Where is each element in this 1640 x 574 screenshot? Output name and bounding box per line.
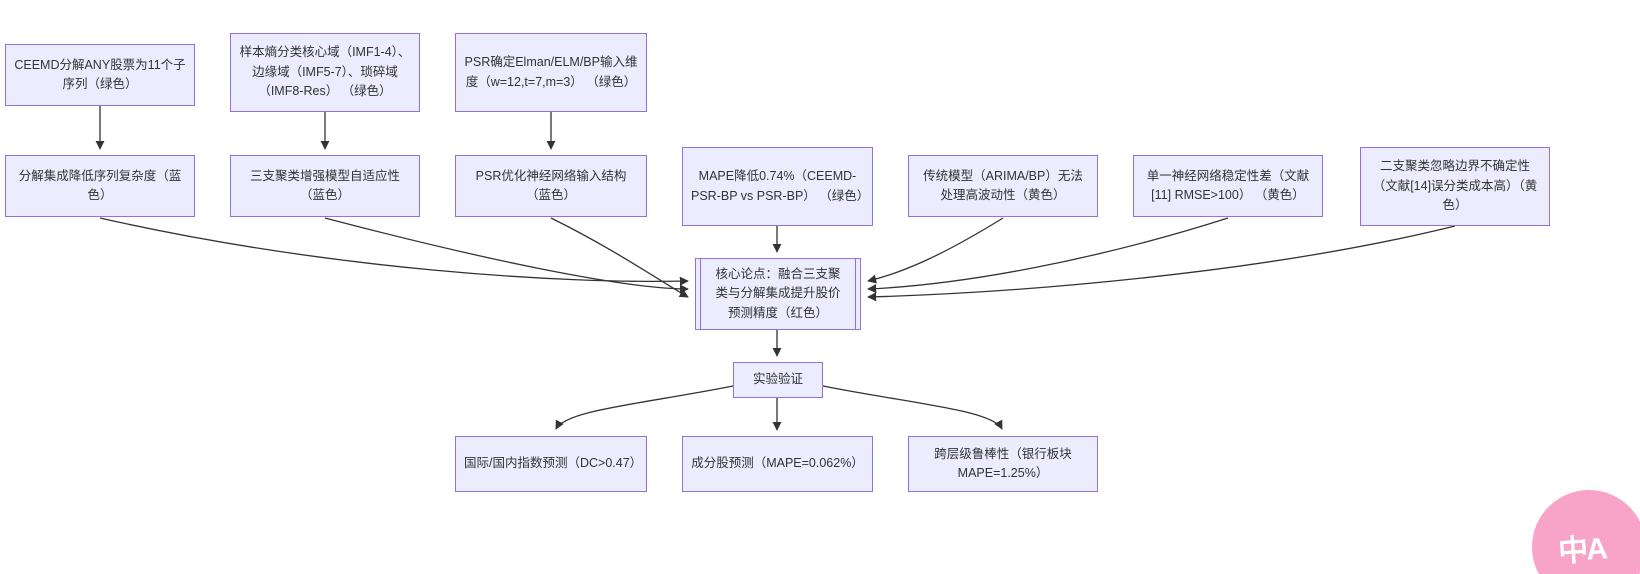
node-mape-reduction: MAPE降低0.74%（CEEMD-PSR-BP vs PSR-BP） （绿色） xyxy=(682,147,873,226)
node-index-prediction-label: 国际/国内指数预测（DC>0.47） xyxy=(464,456,643,471)
edge-psropt-to-core xyxy=(550,217,689,298)
node-decomposition: 分解集成降低序列复杂度（蓝色） xyxy=(5,155,195,217)
node-component-prediction-label: 成分股预测（MAPE=0.062%） xyxy=(691,456,864,471)
edge-traditional-to-core xyxy=(867,217,1004,284)
edge-threeway-to-core xyxy=(324,217,689,294)
node-experiment-label: 实验验证 xyxy=(752,372,803,387)
node-robustness: 跨层级鲁棒性（银行板块 MAPE=1.25%） xyxy=(908,436,1098,492)
node-single-nn-label: 单一神经网络稳定性差（文献[11] RMSE>100） （黄色） xyxy=(1146,168,1310,202)
node-two-way-clustering: 二支聚类忽略边界不确定性（文献[14]误分类成本高）（黄色） xyxy=(1360,147,1550,226)
node-three-way-clustering-label: 三支聚类增强模型自适应性（蓝色） xyxy=(249,168,400,202)
edge-experiment-to-index xyxy=(555,385,734,430)
node-index-prediction: 国际/国内指数预测（DC>0.47） xyxy=(455,436,647,492)
node-experiment: 实验验证 xyxy=(733,362,823,398)
node-mape-reduction-label: MAPE降低0.74%（CEEMD-PSR-BP vs PSR-BP） （绿色） xyxy=(691,169,870,203)
node-psr-input: PSR确定Elman/ELM/BP输入维度（w=12,t=7,m=3） （绿色） xyxy=(455,33,647,112)
node-decomposition-label: 分解集成降低序列复杂度（蓝色） xyxy=(18,168,182,202)
node-psr-input-label: PSR确定Elman/ELM/BP输入维度（w=12,t=7,m=3） （绿色） xyxy=(464,55,638,89)
translate-badge-label: 中A xyxy=(1557,532,1608,569)
node-core-thesis-label: 核心论点：融合三支聚类与分解集成提升股价预测精度（红色） xyxy=(715,266,841,320)
edge-experiment-to-robustness xyxy=(822,385,1003,430)
node-ceemd: CEEMD分解ANY股票为11个子序列（绿色） xyxy=(5,44,195,106)
node-traditional-model-label: 传统模型（ARIMA/BP）无法处理高波动性（黄色） xyxy=(923,168,1083,202)
node-single-nn: 单一神经网络稳定性差（文献[11] RMSE>100） （黄色） xyxy=(1133,155,1323,217)
node-sample-entropy: 样本熵分类核心域（IMF1-4）、边缘域（IMF5-7）、琐碎域（IMF8-Re… xyxy=(230,33,420,112)
translate-badge[interactable]: 中A xyxy=(1532,490,1640,574)
node-component-prediction: 成分股预测（MAPE=0.062%） xyxy=(682,436,873,492)
node-psr-optimize: PSR优化神经网络输入结构（蓝色） xyxy=(455,155,647,217)
node-three-way-clustering: 三支聚类增强模型自适应性（蓝色） xyxy=(230,155,420,217)
edge-decomposition-to-core xyxy=(99,217,689,286)
node-ceemd-label: CEEMD分解ANY股票为11个子序列（绿色） xyxy=(14,57,186,91)
node-traditional-model: 传统模型（ARIMA/BP）无法处理高波动性（黄色） xyxy=(908,155,1098,217)
edge-twoway-to-core xyxy=(867,225,1456,302)
node-robustness-label: 跨层级鲁棒性（银行板块 MAPE=1.25%） xyxy=(934,446,1072,480)
node-psr-optimize-label: PSR优化神经网络输入结构（蓝色） xyxy=(475,168,627,202)
node-core-thesis: 核心论点：融合三支聚类与分解集成提升股价预测精度（红色） xyxy=(695,258,861,330)
node-two-way-clustering-label: 二支聚类忽略边界不确定性（文献[14]误分类成本高）（黄色） xyxy=(1372,159,1538,213)
node-sample-entropy-label: 样本熵分类核心域（IMF1-4）、边缘域（IMF5-7）、琐碎域（IMF8-Re… xyxy=(239,45,411,99)
edge-singlenn-to-core xyxy=(867,217,1229,294)
